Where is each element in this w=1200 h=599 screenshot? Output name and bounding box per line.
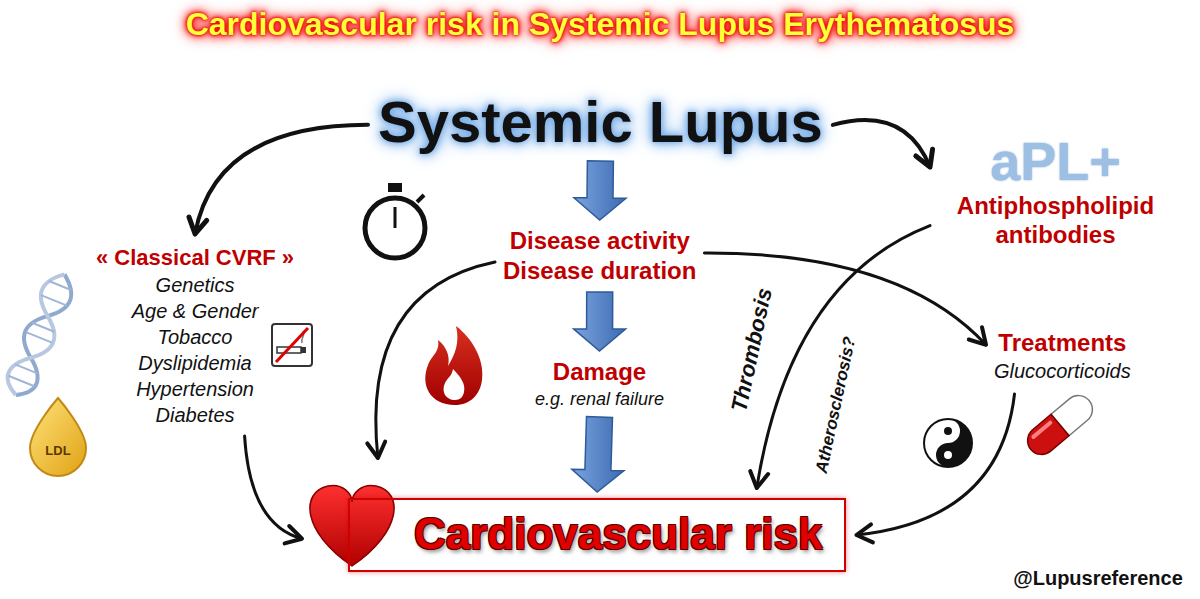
ldl-drop xyxy=(30,398,86,476)
node-text: aPL+ xyxy=(938,132,1173,191)
pill-icon xyxy=(1022,390,1098,460)
note-label: @Lupusreference xyxy=(1013,566,1183,590)
stopwatch-icon xyxy=(365,183,425,258)
node-text: Disease duration xyxy=(503,256,696,286)
arrow-head xyxy=(750,471,768,488)
edge-label: Thrombosis xyxy=(726,286,778,415)
text-node: « Classical CVRF »GeneticsAge & GenderTo… xyxy=(96,244,294,428)
curved-arrow xyxy=(750,226,930,488)
arrow-head xyxy=(367,442,385,458)
text-node: Disease activityDisease duration xyxy=(503,226,696,286)
arrow-head xyxy=(285,526,302,543)
node-text: Glucocorticoids xyxy=(994,358,1131,384)
node-text: Antiphospholipid antibodies xyxy=(938,191,1173,249)
arrow-head xyxy=(969,327,986,345)
yin-yang-icon xyxy=(924,419,972,467)
text-node: Systemic Lupus xyxy=(378,88,823,155)
connector-line xyxy=(757,226,930,488)
curved-arrow xyxy=(245,436,302,543)
node-text: Age & Gender xyxy=(96,298,294,324)
node-text: Cardiovascular risk xyxy=(414,508,822,560)
node-text: e.g. renal failure xyxy=(535,387,664,411)
connector-line xyxy=(195,125,368,234)
node-text: Hypertension xyxy=(96,376,294,402)
block-arrow-shape xyxy=(572,417,624,492)
dna-rungs xyxy=(8,280,73,386)
arrow-head xyxy=(856,524,872,542)
no-smoking-icon xyxy=(272,324,312,366)
connector-line xyxy=(833,120,930,167)
connector-line xyxy=(856,394,1014,535)
note-label: LDL xyxy=(45,443,70,458)
block-arrow-shape xyxy=(574,292,626,351)
node-text: Systemic Lupus xyxy=(378,88,823,155)
curved-arrow xyxy=(189,125,368,234)
node-text: Damage xyxy=(535,357,664,387)
curved-arrow xyxy=(856,394,1014,542)
text-node: TreatmentsGlucocorticoids xyxy=(994,328,1131,384)
text-node: Damagee.g. renal failure xyxy=(535,357,664,411)
diagram-title: Cardiovascular risk in Systemic Lupus Er… xyxy=(0,4,1200,44)
block-arrow xyxy=(572,417,624,492)
connector-line xyxy=(376,262,495,458)
risk-box: Cardiovascular risk xyxy=(348,498,846,572)
arrow-head xyxy=(916,149,933,167)
dna-strand xyxy=(2,269,79,401)
arrow-head xyxy=(189,217,207,234)
block-arrow xyxy=(574,292,626,351)
node-text: Disease activity xyxy=(503,226,696,256)
node-text: « Classical CVRF » xyxy=(96,244,294,272)
curved-arrow xyxy=(367,262,495,458)
block-arrow xyxy=(574,161,626,220)
dna-icon xyxy=(2,269,79,401)
node-text: Tobacco xyxy=(96,324,294,350)
dna-strand xyxy=(2,269,79,401)
curved-arrow xyxy=(833,120,933,167)
connector-line xyxy=(245,436,302,539)
block-arrow-shape xyxy=(574,161,626,220)
node-text: Genetics xyxy=(96,272,294,298)
note-label: Atherosclerosis? xyxy=(812,335,860,475)
node-text: Treatments xyxy=(994,328,1131,358)
node-text: Dyslipidemia xyxy=(96,350,294,376)
node-text: Diabetes xyxy=(96,402,294,428)
text-node: aPL+Antiphospholipid antibodies xyxy=(938,132,1173,249)
fire-icon xyxy=(425,326,482,405)
